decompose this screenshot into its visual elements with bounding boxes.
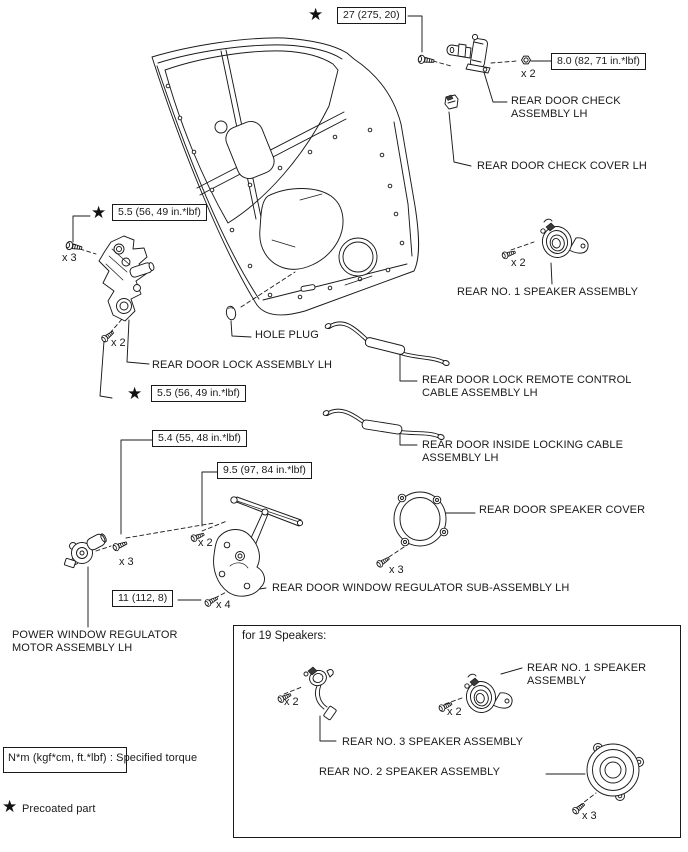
- door-check-assembly-art: [446, 33, 491, 74]
- count-regulator-upper-screw: x 2: [198, 537, 213, 549]
- label-inset-no1-speaker: REAR NO. 1 SPEAKER ASSEMBLY: [527, 662, 647, 687]
- rear-no2-speaker-art: [586, 743, 644, 801]
- hole-plug-art: [225, 305, 237, 321]
- rear-no3-speaker-art: [303, 666, 337, 721]
- label-lock-remote-cable: REAR DOOR LOCK REMOTE CONTROL CABLE ASSE…: [422, 374, 632, 399]
- count-inset-no2-screw: x 3: [582, 810, 597, 822]
- door-check-cover-art: [444, 94, 459, 110]
- torque-legend-box: [3, 747, 127, 773]
- torque-box-lock-frame-bolt: 5.5 (56, 49 in.*lbf): [112, 204, 207, 221]
- label-door-check-cover: REAR DOOR CHECK COVER LH: [477, 160, 647, 172]
- label-speaker-cover: REAR DOOR SPEAKER COVER: [479, 504, 646, 516]
- precoated-star-icon: ★: [127, 384, 143, 404]
- rear-door-panel-art: [151, 37, 420, 316]
- leader-lines: [72, 15, 586, 775]
- label-window-regulator: REAR DOOR WINDOW REGULATOR SUB-ASSEMBLY …: [272, 582, 570, 594]
- count-inset-no1-screw: x 2: [447, 706, 462, 718]
- lock-remote-cable-art: [324, 321, 450, 366]
- label-rear-no1-speaker: REAR NO. 1 SPEAKER ASSEMBLY: [457, 286, 639, 298]
- torque-box-door-check-nut: 8.0 (82, 71 in.*lbf): [551, 53, 646, 70]
- inside-locking-cable-art: [322, 408, 445, 440]
- count-lock-edge-screw: x 2: [111, 337, 126, 349]
- torque-legend-text: N*m (kgf*cm, ft.*lbf) : Specified torque: [8, 752, 198, 764]
- label-power-window-motor: POWER WINDOW REGULATOR MOTOR ASSEMBLY LH: [12, 629, 178, 654]
- torque-box-motor-screw: 5.4 (55, 48 in.*lbf): [152, 430, 247, 447]
- count-speaker1-screw: x 2: [511, 257, 526, 269]
- label-inside-locking-cable: REAR DOOR INSIDE LOCKING CABLE ASSEMBLY …: [422, 439, 624, 464]
- precoated-legend-text: Precoated part: [22, 803, 96, 815]
- window-motor-art: [63, 533, 107, 569]
- torque-box-regulator-upper-screw: 9.5 (97, 84 in.*lbf): [217, 462, 312, 479]
- window-regulator-art: [213, 496, 304, 597]
- torque-box-lock-edge-screw: 5.5 (56, 49 in.*lbf): [151, 385, 246, 402]
- label-door-check-assembly: REAR DOOR CHECK ASSEMBLY LH: [511, 95, 621, 120]
- precoated-star-icon: ★: [2, 797, 18, 817]
- precoated-star-icon: ★: [91, 203, 107, 223]
- torque-box-door-check-bracket: 27 (275, 20): [337, 7, 406, 24]
- label-inset-no3-speaker: REAR NO. 3 SPEAKER ASSEMBLY: [342, 736, 524, 748]
- label-door-lock-assembly: REAR DOOR LOCK ASSEMBLY LH: [152, 359, 333, 371]
- count-motor-screw: x 3: [119, 556, 134, 568]
- count-regulator-lower-bolt: x 4: [216, 599, 231, 611]
- count-speaker-cover-screw: x 3: [389, 564, 404, 576]
- torque-box-regulator-lower-bolt: 11 (112, 8): [112, 590, 174, 607]
- label-inset-no2-speaker: REAR NO. 2 SPEAKER ASSEMBLY: [319, 766, 501, 778]
- speaker-cover-art: [393, 491, 449, 547]
- door-lock-assembly-art: [98, 235, 155, 322]
- nut-icon: [521, 55, 531, 65]
- count-inset-no3-screw: x 2: [284, 696, 299, 708]
- label-hole-plug: HOLE PLUG: [255, 329, 319, 341]
- count-door-check-nut: x 2: [521, 68, 536, 80]
- precoated-star-icon: ★: [308, 5, 324, 25]
- inset-title: for 19 Speakers:: [242, 630, 327, 642]
- count-lock-frame-bolt: x 3: [62, 252, 77, 264]
- for-19-speakers-inset-box: [233, 625, 681, 838]
